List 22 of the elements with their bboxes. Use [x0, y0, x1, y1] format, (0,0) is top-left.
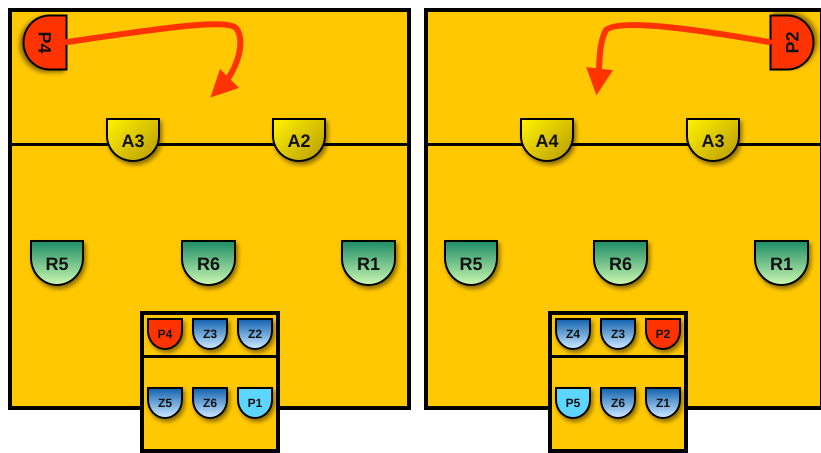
movement-arrow [64, 21, 244, 98]
player-marker: A3 [106, 118, 160, 162]
player-marker: R5 [444, 240, 498, 286]
player-marker: Z5 [147, 387, 183, 419]
player-marker: R1 [754, 240, 809, 286]
player-marker: R6 [181, 240, 236, 286]
player-marker: Z6 [192, 387, 228, 419]
court-area [8, 8, 411, 410]
player-marker: P5 [555, 387, 591, 419]
player-marker: P4 [22, 14, 67, 70]
court-area [424, 8, 821, 410]
player-marker: A2 [272, 118, 326, 162]
player-marker: A4 [520, 118, 574, 162]
player-marker: R6 [593, 240, 648, 286]
player-marker: A3 [686, 118, 740, 162]
player-marker: R1 [341, 240, 396, 286]
player-marker: Z6 [600, 387, 636, 419]
player-marker: Z1 [645, 387, 681, 419]
player-marker: P1 [237, 387, 273, 419]
player-marker: R5 [30, 240, 84, 286]
player-marker: P2 [769, 14, 814, 70]
movement-arrow [586, 22, 772, 96]
